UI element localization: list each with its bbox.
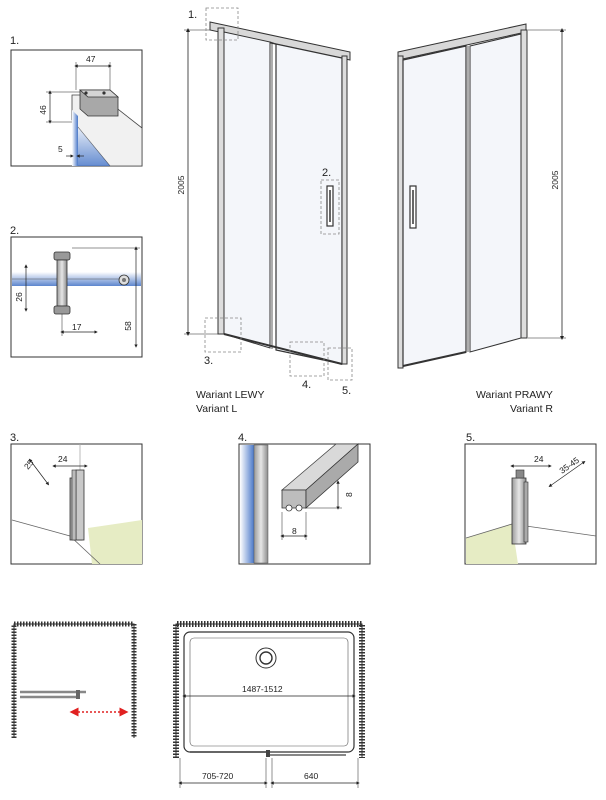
variant-right-line1: Wariant PRAWY <box>476 389 553 401</box>
callout-3-top: 3. <box>204 355 213 367</box>
detail-1-width: 47 <box>86 54 96 64</box>
detail-4-height: 8 <box>344 492 354 497</box>
detail-3-number: 3. <box>10 432 19 444</box>
callout-4-top: 4. <box>302 379 311 391</box>
door-right-variant: 2005 Wariant PRAWY Variant R <box>397 23 566 415</box>
detail-5-number: 5. <box>466 432 475 444</box>
plan-inner-width: 1487-1512 <box>242 684 283 694</box>
detail-3-left-profile: 3. 24 25 <box>10 432 143 565</box>
detail-4-bottom-seal: 4. 8 8 <box>238 432 371 565</box>
detail-5-right-profile: 5. 24 35-45 <box>464 432 597 565</box>
detail-5-width: 24 <box>534 454 544 464</box>
detail-1-number: 1. <box>10 35 19 47</box>
plan-top-view: 1487-1512 705-720 640 <box>173 621 365 788</box>
detail-2-height: 26 <box>14 292 24 302</box>
detail-1-gap: 5 <box>58 144 63 154</box>
detail-1-top-bracket: 1. 47 46 5 <box>10 35 143 167</box>
detail-2-total: 58 <box>123 321 133 331</box>
detail-2-handle: 2. 26 17 58 <box>10 225 143 358</box>
plan-right-segment: 640 <box>304 771 318 781</box>
detail-4-width: 8 <box>292 526 297 536</box>
plan-left-segment: 705-720 <box>202 771 233 781</box>
detail-4-number: 4. <box>238 432 247 444</box>
height-left-label: 2005 <box>176 175 186 194</box>
detail-3-width: 24 <box>58 454 68 464</box>
plan-schematic-left <box>11 621 137 738</box>
detail-1-height: 46 <box>38 105 48 115</box>
callout-1-top: 1. <box>188 9 197 21</box>
detail-2-offset: 17 <box>72 322 82 332</box>
variant-right-line2: Variant R <box>510 403 553 415</box>
detail-2-number: 2. <box>10 225 19 237</box>
variant-left-line2: Variant L <box>196 403 237 415</box>
height-right-label: 2005 <box>550 170 560 189</box>
door-left-variant: 2005 1. 2. 3. 4. 5. Wariant LEWY Variant… <box>176 7 353 415</box>
callout-5-top: 5. <box>342 385 351 397</box>
callout-2-top: 2. <box>322 167 331 179</box>
variant-left-line1: Wariant LEWY <box>196 389 264 401</box>
